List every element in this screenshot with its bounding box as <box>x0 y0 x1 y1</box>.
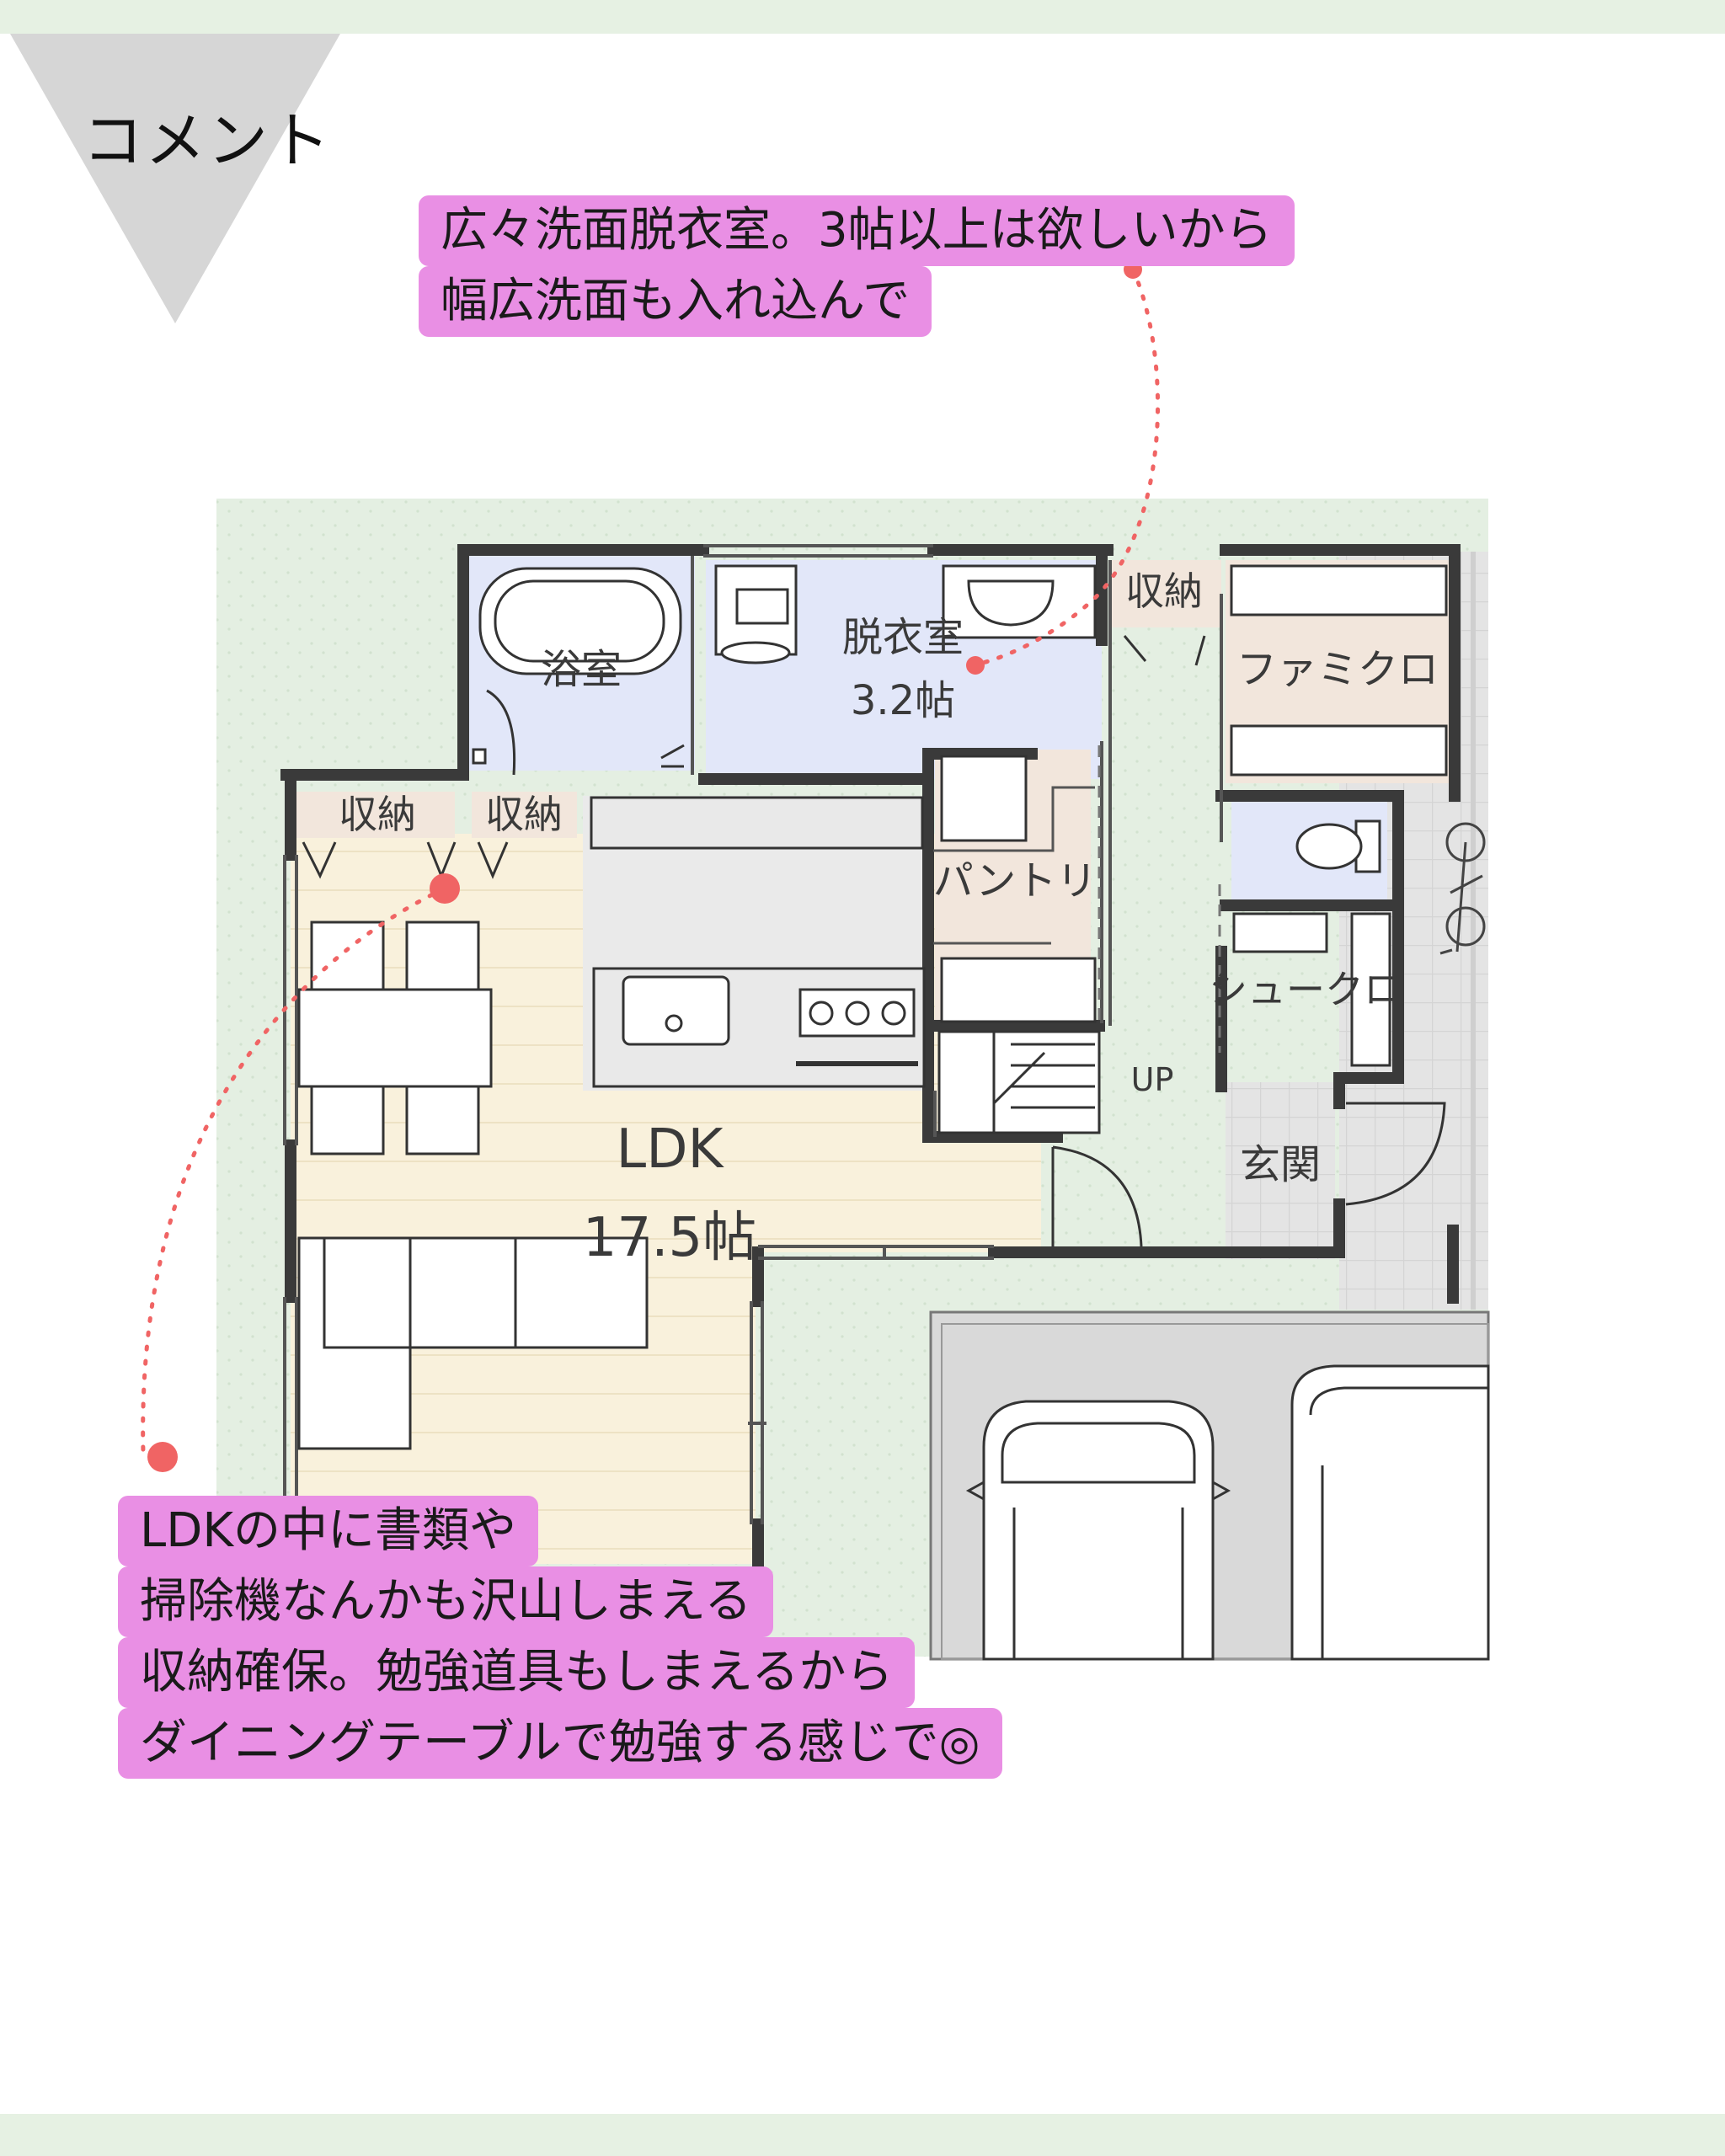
label-pantry: パントリ <box>932 857 1097 905</box>
label-dressing-size: 3.2帖 <box>850 677 956 724</box>
label-shoe-closet: シュークロ <box>1209 967 1402 1012</box>
label-entrance: 玄関 <box>1239 1141 1322 1188</box>
dining-set <box>297 921 493 1155</box>
storage-left-floor <box>295 792 455 838</box>
gate-post <box>1447 1225 1459 1304</box>
vanity-sink <box>942 564 1097 639</box>
comment-ldk-line-4: ダイニングテーブルで勉強する感じで◎ <box>118 1708 1002 1779</box>
comment-ldk-line-2: 掃除機なんかも沢山しまえる <box>118 1566 774 1637</box>
comment-ldk-line-3: 収納確保。勉強道具もしまえるから <box>118 1637 916 1708</box>
label-storage-left: 収納 <box>339 792 416 837</box>
walls <box>280 544 1461 1572</box>
sofa <box>297 1236 649 1450</box>
entrance-door <box>1345 1102 1446 1206</box>
label-stairs-up: UP <box>1130 1061 1174 1098</box>
storage-mid-floor <box>472 792 577 838</box>
kitchen-counter <box>592 967 926 1088</box>
label-ldk: LDK <box>616 1118 724 1181</box>
label-bath: 浴室 <box>540 646 622 693</box>
label-storage-mid: 収納 <box>485 792 563 837</box>
comment-dressing-line-2: 幅広洗面も入れ込んで <box>419 266 932 337</box>
car-1 <box>965 1400 1231 1661</box>
label-family-closet: ファミクロ <box>1236 646 1439 693</box>
comment-dressing-line-1: 広々洗面脱衣室。3帖以上は欲しいから <box>419 195 1295 266</box>
storage-cabinet <box>590 796 924 850</box>
storage-top-floor <box>1112 560 1221 627</box>
top-band <box>0 0 1725 34</box>
label-dressing: 脱衣室 <box>841 614 964 661</box>
stairs <box>937 1030 1101 1134</box>
label-storage-top: 収納 <box>1125 568 1203 614</box>
bicycle <box>1439 822 1486 955</box>
car-2 <box>1290 1364 1490 1661</box>
bathtub <box>478 567 682 675</box>
label-ldk-size: 17.5帖 <box>582 1207 757 1269</box>
header-title: コメント <box>83 105 333 176</box>
fridge <box>940 755 1028 842</box>
entrance-floor <box>1226 1082 1335 1259</box>
marker-bottom-start <box>147 1442 178 1472</box>
comment-ldk-line-1: LDKの中に書類や <box>118 1496 539 1566</box>
marker-dressing <box>966 656 985 675</box>
bottom-band <box>0 2114 1725 2156</box>
washing-machine <box>714 564 798 664</box>
toilet <box>1295 819 1381 873</box>
corner-triangle <box>10 34 340 323</box>
marker-ldk <box>430 873 460 904</box>
